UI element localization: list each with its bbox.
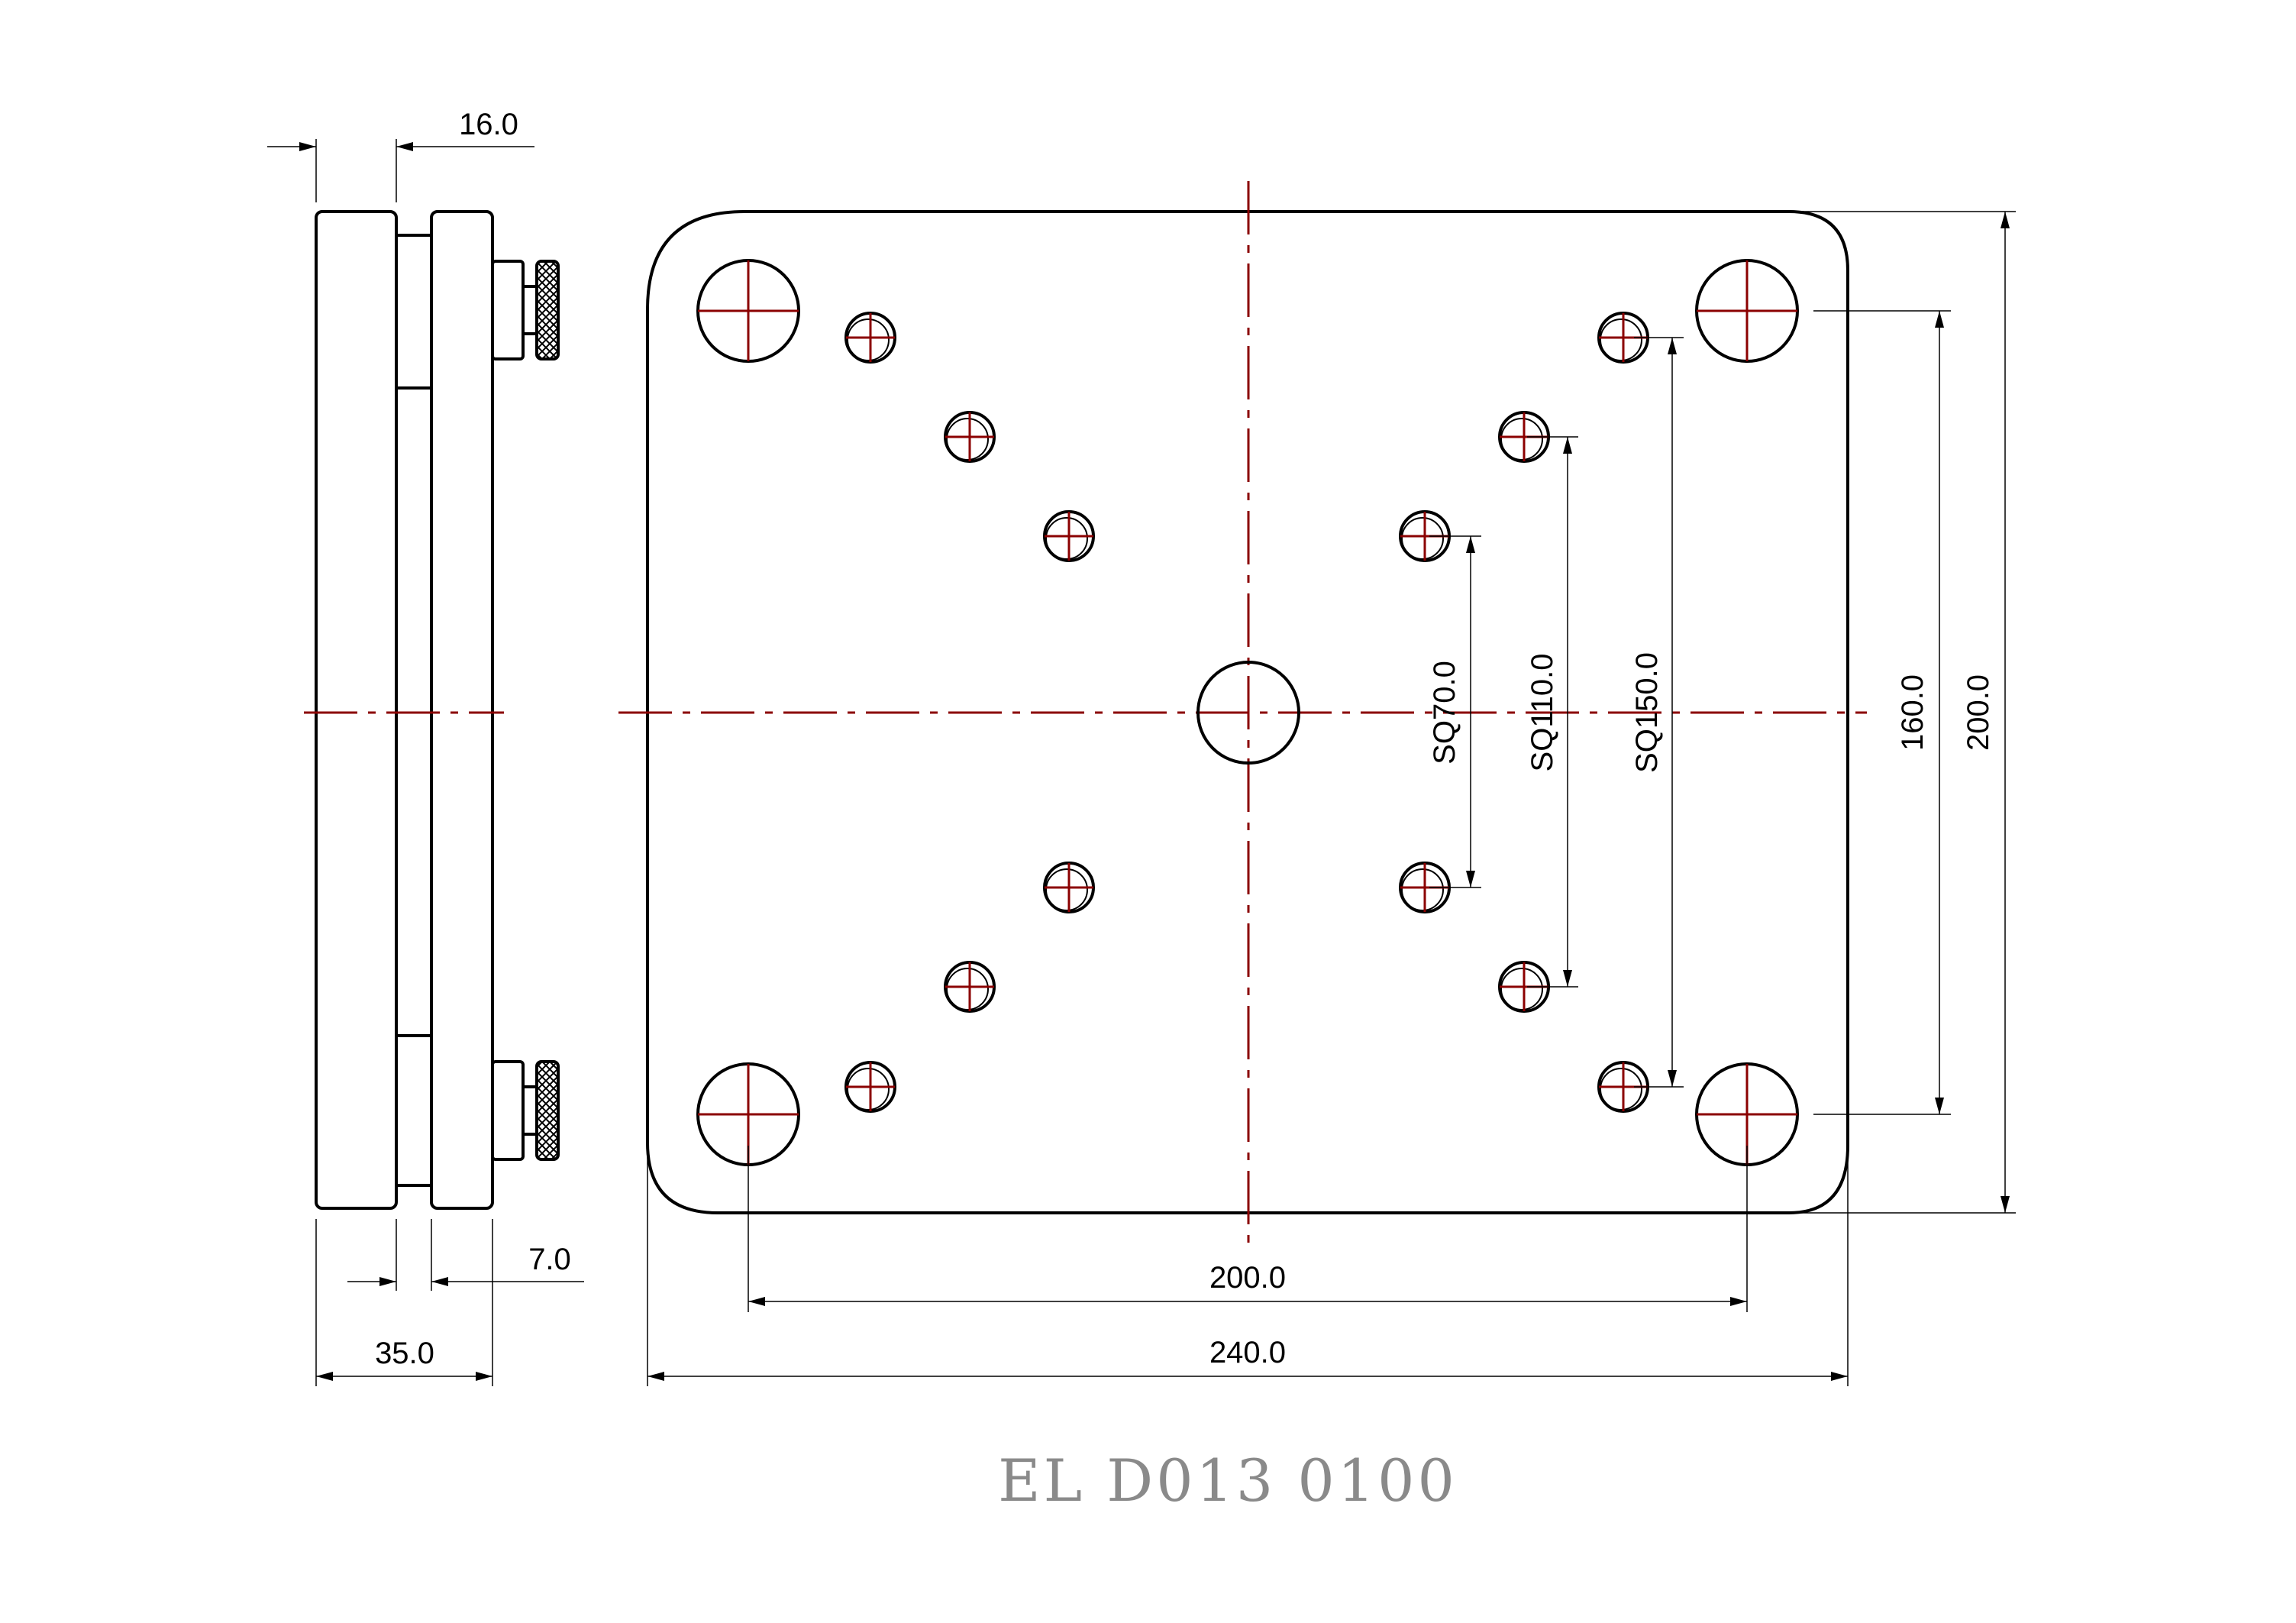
dim-7: 7.0: [528, 1243, 571, 1276]
knob-bottom: [491, 1060, 560, 1161]
mounting-hole: [844, 1061, 896, 1113]
dim-sq70: SQ70.0: [1428, 661, 1461, 765]
corner-hole: [1695, 259, 1799, 363]
knob-top: [491, 260, 560, 360]
part-number: EL D013 0100: [998, 1447, 1458, 1515]
mounting-hole: [1043, 862, 1095, 913]
mounting-hole: [1043, 510, 1095, 562]
dim-240: 240.0: [1209, 1336, 1286, 1369]
mounting-hole: [1399, 862, 1451, 913]
plate-outline: [646, 210, 1849, 1214]
dim-16: 16.0: [459, 108, 518, 141]
dim-35: 35.0: [375, 1337, 434, 1370]
dim-200-horizontal: 200.0: [1209, 1261, 1286, 1295]
dim-sq150: SQ150.0: [1630, 652, 1664, 773]
front-view: SQ70.0 SQ110.0 SQ150.0 160.0 200.0: [618, 181, 2016, 1386]
side-view: 16.0 7.0 35.0: [267, 108, 584, 1386]
dim-160: 160.0: [1896, 674, 1929, 751]
mounting-hole: [844, 312, 896, 364]
dim-200-vertical: 200.0: [1962, 674, 1995, 751]
center-bore: [1196, 661, 1300, 765]
corner-hole: [696, 259, 800, 363]
mounting-hole: [944, 961, 996, 1013]
dim-sq110: SQ110.0: [1526, 654, 1559, 772]
side-right-plate: [430, 210, 494, 1210]
mounting-hole: [944, 411, 996, 463]
side-left-plate: [315, 210, 398, 1210]
